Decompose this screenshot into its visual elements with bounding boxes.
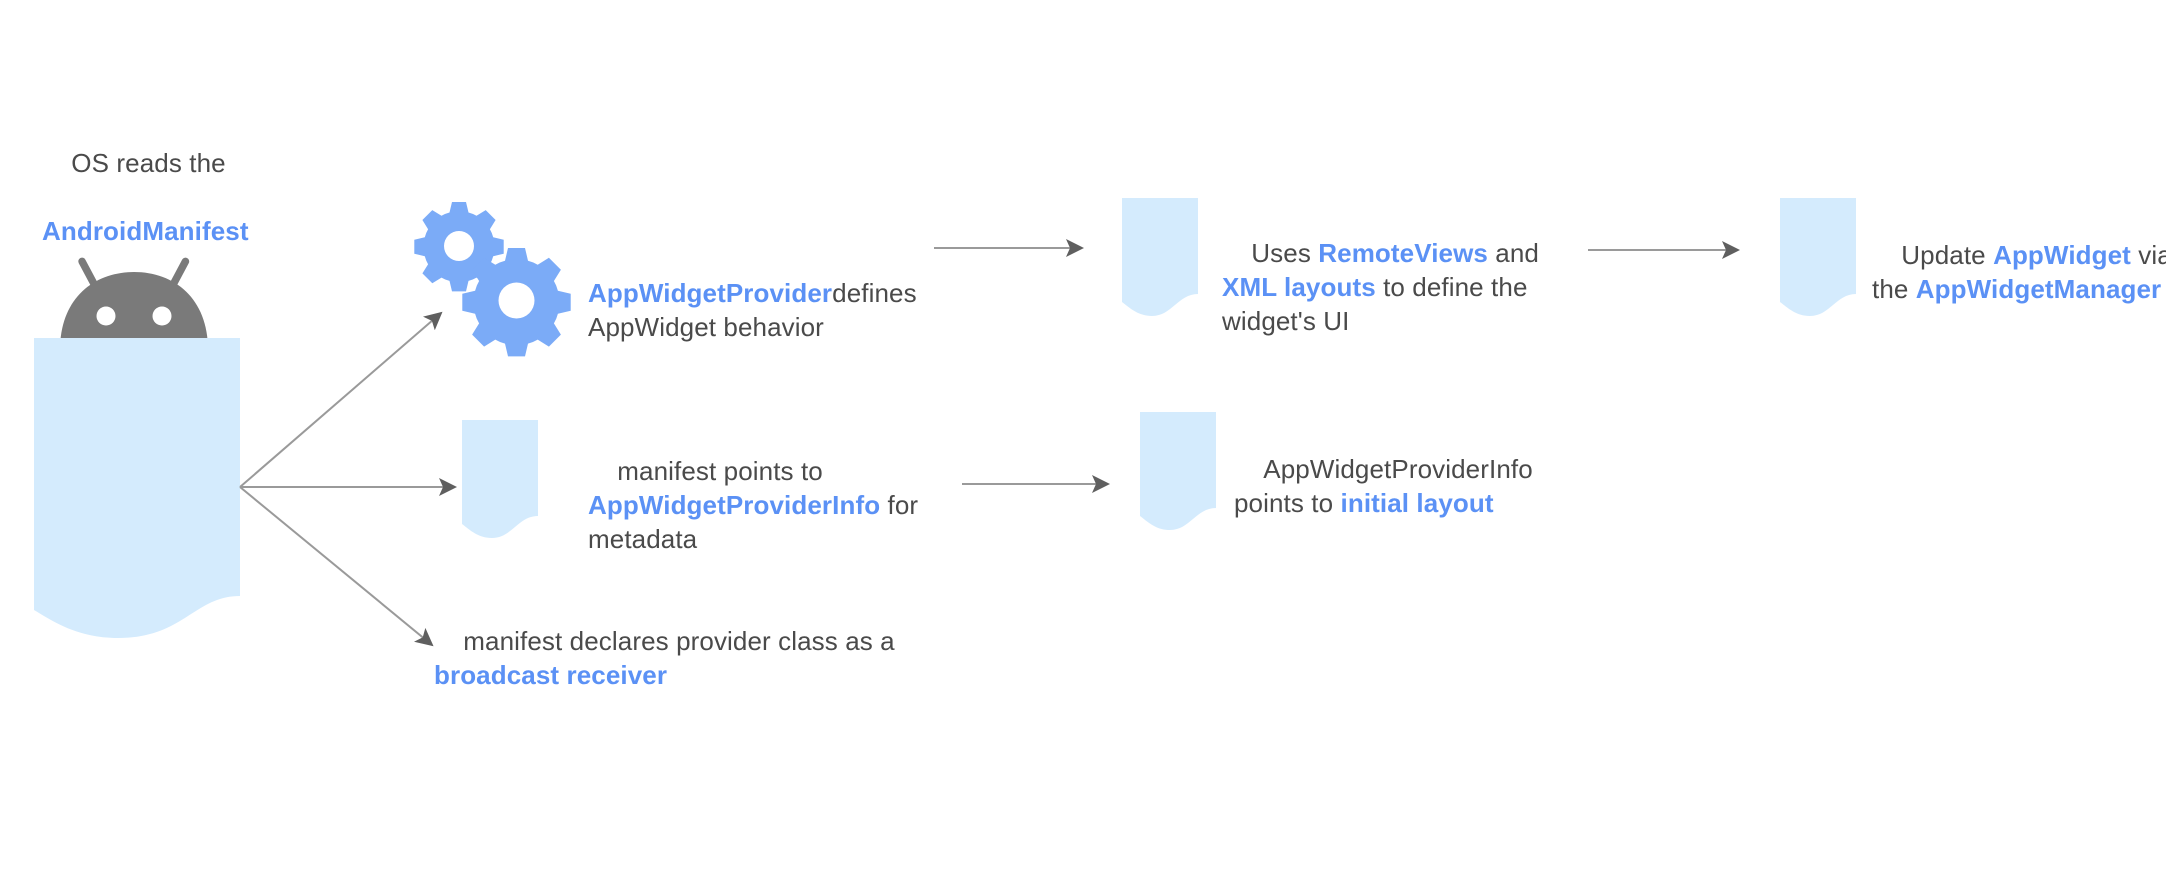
android-robot-head-icon [60,257,208,350]
initial-prefix: AppWidgetProviderInfo points to [1234,454,1541,518]
initial-layout-document-icon [1140,412,1216,530]
appwidgetprovider-strong: AppWidgetProvider [588,278,833,308]
appwidgetprovider-rest: defines AppWidget behavior [588,278,923,342]
remoteviews-label: Uses RemoteViews and XML layouts to defi… [1222,202,1582,372]
initial-layout-strong: initial layout [1340,488,1494,518]
os-label-line2: AndroidManifest [42,216,249,246]
broadcast-receiver-label: manifest declares provider class as a br… [434,590,904,726]
appwidget-strong: AppWidget [1993,240,2131,270]
remoteviews-suffix: to define the widget's UI [1222,272,1535,336]
gears-icon [414,202,571,357]
arrow-manifest-to-broadcast [239,486,434,647]
xml-layouts-strong: XML layouts [1222,272,1376,302]
appwidgetprovider-label: AppWidgetProviderdefines AppWidget behav… [588,208,918,378]
appwidgetmanager-label: Update AppWidget via the AppWidgetManage… [1872,204,2166,340]
os-label-line1: OS reads the [71,148,226,178]
remoteviews-strong: RemoteViews [1318,238,1488,268]
broadcast-prefix: manifest declares provider class as a [463,626,903,656]
initial-layout-label: AppWidgetProviderInfo points to initial … [1234,418,1564,554]
appwidgetmanager-strong: AppWidgetManager [1915,274,2162,304]
providerinfo-strong: AppWidgetProviderInfo [588,490,881,520]
manager-prefix: Update [1901,240,1994,270]
providerinfo-suffix: for metadata [588,490,926,554]
remoteviews-document-icon [1122,198,1198,316]
providerinfo-document-icon [462,420,538,538]
os-reads-manifest-label: OS reads the AndroidManifest [42,112,249,316]
android-manifest-document-icon [34,338,240,638]
appwidgetmanager-document-icon [1780,198,1856,316]
providerinfo-prefix: manifest points to [617,456,831,486]
remoteviews-prefix: Uses [1251,238,1319,268]
broadcast-strong: broadcast receiver [434,660,668,690]
remoteviews-middle: and [1487,238,1547,268]
manager-middle: via the [1872,240,2166,304]
providerinfo-label: manifest points to AppWidgetProviderInfo… [588,420,968,590]
